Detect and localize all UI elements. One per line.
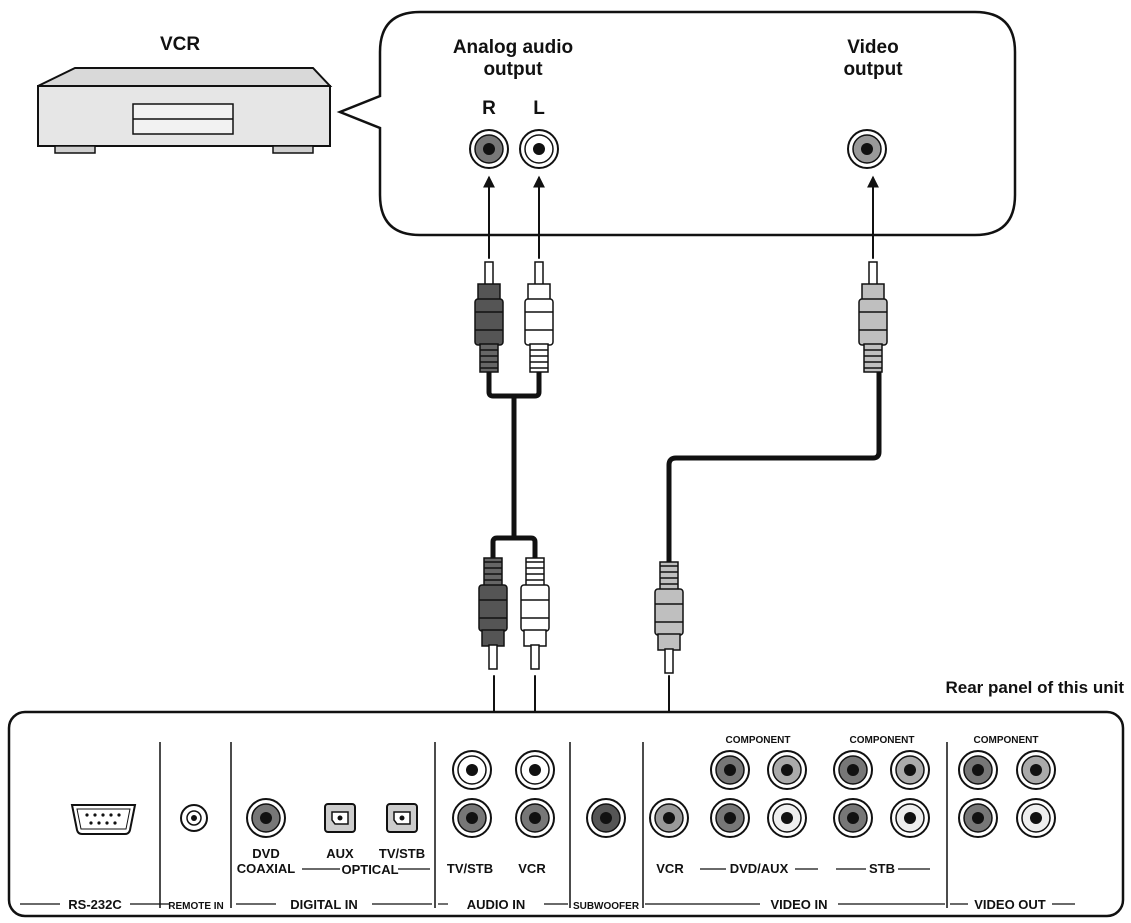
audio-in-tv-stb-l-jack	[452, 750, 492, 790]
subwoofer-label: SUBWOOFER	[573, 901, 640, 912]
optical-label: OPTICAL	[341, 862, 398, 877]
video-output-label-2: output	[843, 59, 903, 80]
optical-aux-port	[324, 803, 356, 833]
vcr-label: VCR	[160, 34, 200, 55]
subwoofer-jack	[586, 798, 626, 838]
analog-audio-output-label-2: output	[483, 59, 543, 80]
tv-stb-optical-label: TV/STB	[379, 846, 425, 861]
audio-in-label: AUDIO IN	[467, 897, 526, 912]
aux-label: AUX	[326, 846, 354, 861]
jack-r-label: R	[482, 98, 496, 119]
plug-l-bottom	[520, 557, 550, 670]
audio-in-vcr-r-jack	[515, 798, 555, 838]
vcr-video-label: VCR	[656, 861, 684, 876]
dvd-coaxial-jack	[246, 798, 286, 838]
digital-in-label: DIGITAL IN	[290, 897, 357, 912]
plug-video-top	[858, 261, 888, 373]
vcr-audio-out-l-jack	[519, 129, 559, 169]
tv-stb-audio-label: TV/STB	[447, 861, 493, 876]
component-label-video-out: COMPONENT	[974, 735, 1039, 746]
video-output-label-1: Video	[847, 37, 898, 58]
plug-r-bottom	[478, 557, 508, 670]
component-stb-jacks	[833, 750, 930, 838]
component-dvd-aux-jacks	[710, 750, 807, 838]
vcr-audio-out-r-jack	[469, 129, 509, 169]
coaxial-label: COAXIAL	[237, 861, 296, 876]
analog-audio-output-label-1: Analog audio	[453, 37, 573, 58]
vcr-audio-label: VCR	[518, 861, 546, 876]
plug-video-bottom	[654, 561, 684, 674]
rs232c-port	[70, 804, 137, 835]
dvd-aux-label: DVD/AUX	[730, 861, 789, 876]
component-label-stb: COMPONENT	[850, 735, 915, 746]
video-out-label: VIDEO OUT	[974, 897, 1046, 912]
vcr-video-out-jack	[847, 129, 887, 169]
rs232c-label: RS-232C	[68, 897, 122, 912]
rear-panel: DVD COAXIAL AUX TV/STB TV/STB VCR VCR DV…	[7, 710, 1125, 918]
rear-panel-title: Rear panel of this unit	[945, 678, 1124, 697]
component-video-out-jacks	[958, 750, 1056, 838]
remote-in-jack	[180, 804, 208, 832]
audio-in-tv-stb-r-jack	[452, 798, 492, 838]
optical-tv-stb-port	[386, 803, 418, 833]
stb-label: STB	[869, 861, 895, 876]
video-in-label: VIDEO IN	[770, 897, 827, 912]
video-in-vcr-jack	[649, 798, 689, 838]
remote-in-label: REMOTE IN	[168, 901, 224, 912]
audio-in-vcr-l-jack	[515, 750, 555, 790]
vcr-device: VCR	[37, 34, 333, 154]
component-label-dvd-aux: COMPONENT	[726, 735, 791, 746]
plug-l-top	[524, 261, 554, 373]
dvd-label: DVD	[252, 846, 279, 861]
jack-l-label: L	[533, 98, 545, 119]
plug-r-top	[474, 261, 504, 373]
vcr-output-callout: Analog audio output Video output R L	[336, 10, 1017, 237]
